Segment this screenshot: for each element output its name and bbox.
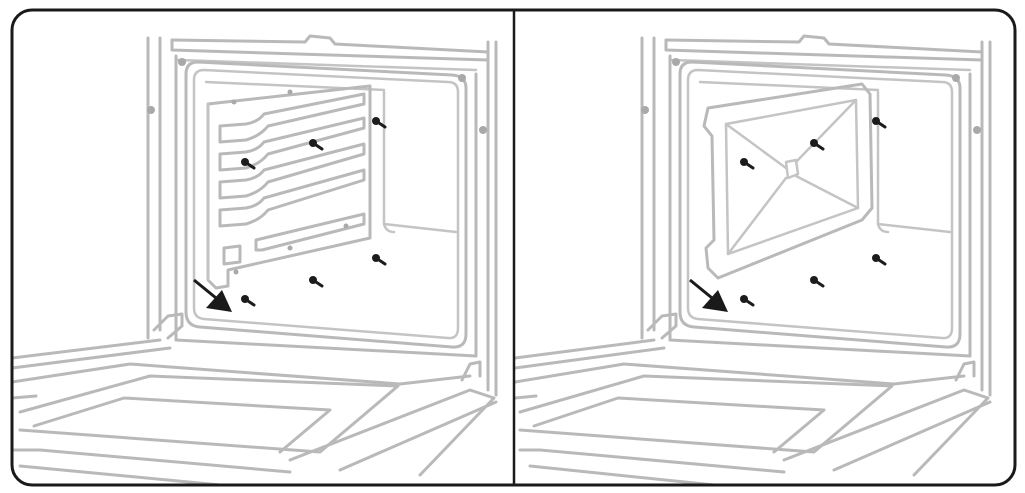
left-panel xyxy=(12,34,498,485)
back-panel xyxy=(702,82,874,280)
open-door xyxy=(515,338,992,485)
arrow-icon xyxy=(689,278,728,312)
open-door xyxy=(12,338,498,485)
right-panel xyxy=(515,34,992,485)
arrow-icon xyxy=(193,278,232,312)
shelf-support-rack xyxy=(206,84,372,290)
